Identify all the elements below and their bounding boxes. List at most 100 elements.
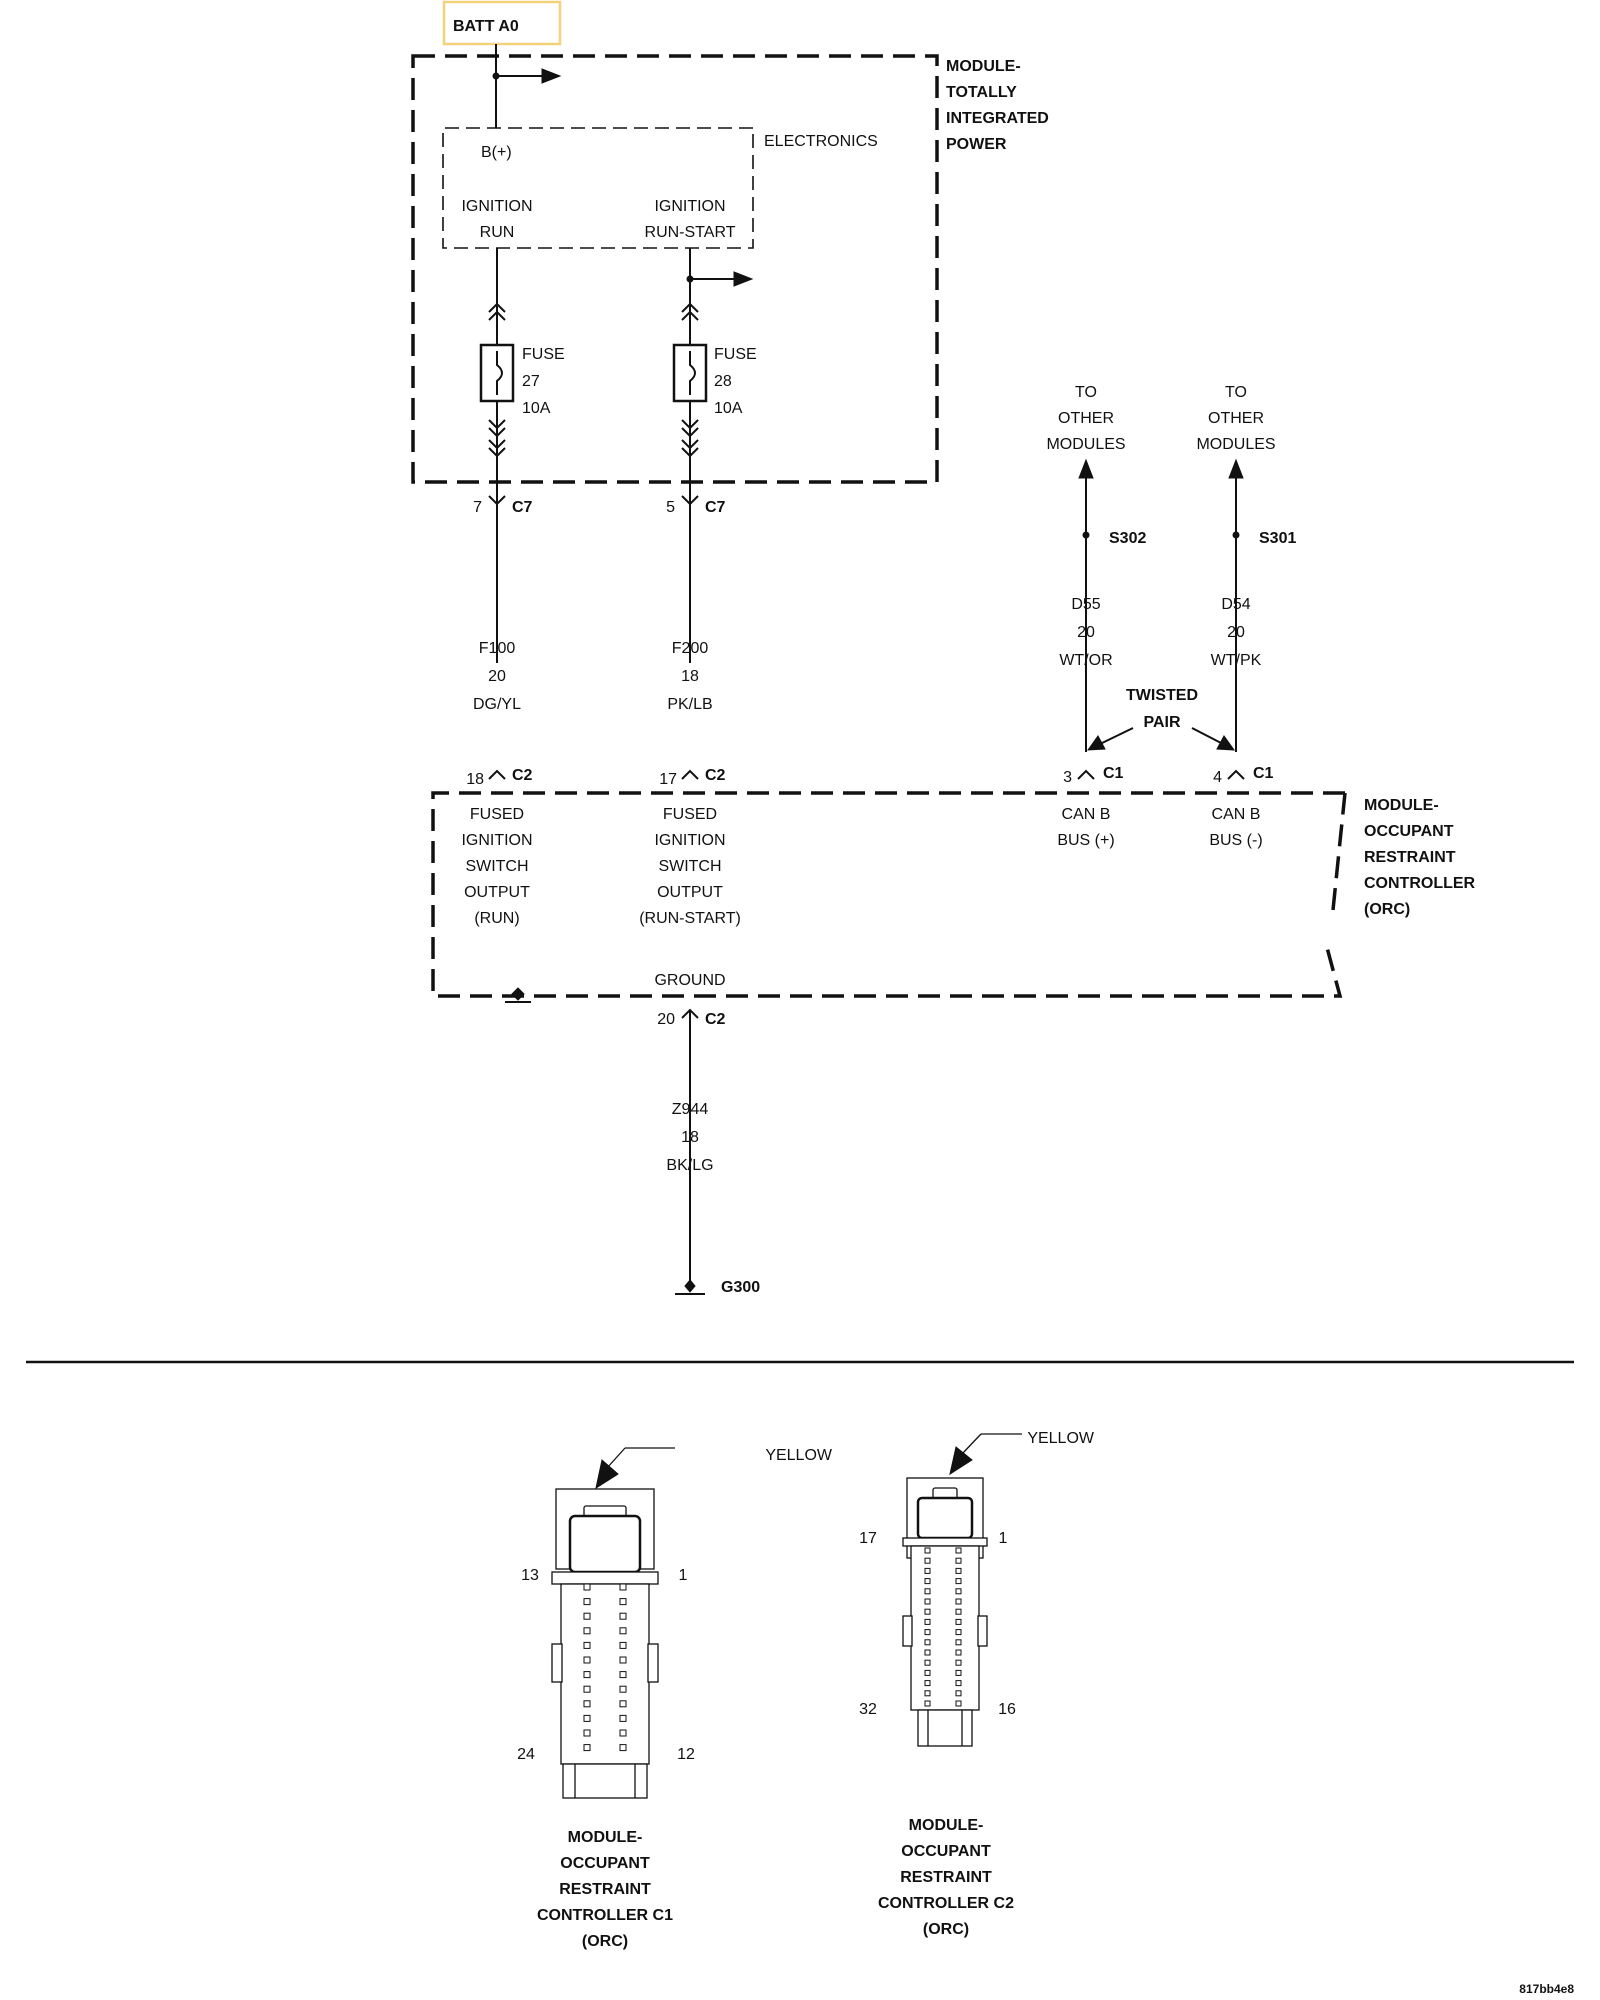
wire-d54-id: D54 (1221, 596, 1250, 613)
pin-cavity (924, 1690, 931, 1697)
connector-c1-color: YELLOW (765, 1447, 833, 1464)
orc-module-label: MODULE- OCCUPANT RESTRAINT CONTROLLER (O… (1364, 797, 1476, 918)
c2-connector-symbol (488, 769, 506, 780)
pin-cavity (583, 1641, 591, 1649)
pin-cavity (924, 1649, 931, 1656)
wire-d54-color: WT/PK (1211, 652, 1262, 669)
connector-c1-pin-cavities (583, 1583, 627, 1752)
pin-cavity (955, 1690, 962, 1697)
pin-cavity (619, 1656, 627, 1664)
c7-name-a: C7 (512, 499, 533, 516)
connector-c1-caption-line-2: OCCUPANT (560, 1855, 650, 1872)
fuse-icon (479, 343, 515, 403)
case-ground-icon (505, 987, 531, 1003)
pin-cavity (955, 1649, 962, 1656)
wire-f100-id: F100 (479, 640, 516, 657)
pin-cavity (955, 1629, 962, 1636)
orc-ground-label: GROUND (654, 972, 725, 989)
pin-cavity (924, 1629, 931, 1636)
image-code: 817bb4e8 (1519, 1982, 1574, 1996)
can-bus-d54 (1227, 458, 1245, 780)
c1-name-b: C1 (1253, 765, 1274, 782)
arrow-icon (949, 1446, 973, 1476)
arrow-up-icon (1228, 458, 1244, 479)
pin-cavity (955, 1598, 962, 1605)
connector-c1-view (551, 1447, 675, 1799)
connector-c1-pin-12: 12 (677, 1746, 695, 1763)
orc-run-start-line-2: IGNITION (654, 832, 725, 849)
fuse-28-label: FUSE (714, 346, 757, 363)
pin-cavity (955, 1557, 962, 1564)
pin-cavity (924, 1608, 931, 1615)
c2-pin-20: 20 (657, 1011, 675, 1028)
tipm-label-line-3: INTEGRATED (946, 110, 1049, 127)
connector-c2-pin-16: 16 (998, 1701, 1016, 1718)
wire-d55-id: D55 (1071, 596, 1100, 613)
pin-cavity (955, 1700, 962, 1707)
wire-f100-color: DG/YL (473, 696, 521, 713)
c2-name-b: C2 (705, 767, 726, 784)
c2-name-a: C2 (512, 767, 533, 784)
orc-run-line-3: SWITCH (465, 858, 528, 875)
connector-c1-caption-line-5: (ORC) (582, 1933, 628, 1950)
connector-c1-caption-line-4: CONTROLLER C1 (537, 1907, 673, 1924)
orc-run-start-line-1: FUSED (663, 806, 717, 823)
pin-cavity (955, 1659, 962, 1666)
pin-cavity (924, 1547, 931, 1554)
fuse-27-number: 27 (522, 373, 540, 390)
connector-c2-color: YELLOW (1027, 1430, 1095, 1447)
pin-cavity (583, 1671, 591, 1679)
ignition-run-line-2: RUN (480, 224, 515, 241)
arrow-icon (1216, 735, 1236, 751)
pin-cavity (619, 1641, 627, 1649)
connector-c1-caption-line-3: RESTRAINT (559, 1881, 651, 1898)
orc-run-line-2: IGNITION (461, 832, 532, 849)
pin-cavity (583, 1700, 591, 1708)
tipm-module-boundary (411, 54, 939, 484)
twisted-pair-line-1: TWISTED (1126, 687, 1198, 704)
splice-s301-label: S301 (1259, 530, 1296, 547)
connector-c1-pin-1: 1 (679, 1567, 688, 1584)
pin-cavity (924, 1578, 931, 1585)
connector-c2-caption-line-1: MODULE- (909, 1817, 984, 1834)
arrow-icon (1086, 735, 1106, 751)
pin-cavity (924, 1659, 931, 1666)
fuse-28-rating: 10A (714, 400, 743, 417)
fuse-27-rating: 10A (522, 400, 551, 417)
wire-d55-color: WT/OR (1059, 652, 1112, 669)
battery-feed (492, 44, 562, 128)
pin-cavity (583, 1744, 591, 1752)
to-other-modules-1-line-1: TO (1075, 384, 1097, 401)
wire-z944-id: Z944 (672, 1101, 709, 1118)
connector-c1-caption-line-1: MODULE- (568, 1829, 643, 1846)
c1-name-a: C1 (1103, 765, 1124, 782)
to-other-modules-1-line-3: MODULES (1046, 436, 1125, 453)
pin-cavity (924, 1588, 931, 1595)
orc-label-line-3: RESTRAINT (1364, 849, 1456, 866)
tipm-label-line-2: TOTALLY (946, 84, 1017, 101)
pin-cavity (583, 1685, 591, 1693)
orc-can-plus-line-1: CAN B (1062, 806, 1111, 823)
connector-c2-caption-line-5: (ORC) (923, 1921, 969, 1938)
twisted-pair-line-2: PAIR (1143, 714, 1180, 731)
pin-cavity (583, 1583, 591, 1591)
c7-name-b: C7 (705, 499, 726, 516)
orc-run-line-1: FUSED (470, 806, 524, 823)
wire-f200-id: F200 (672, 640, 709, 657)
tipm-module-label: MODULE- TOTALLY INTEGRATED POWER (946, 58, 1049, 153)
ignition-run-line-1: IGNITION (461, 198, 532, 215)
pin-cavity (955, 1608, 962, 1615)
connector-c2-pin-1: 1 (999, 1530, 1008, 1547)
connector-c2-caption-line-3: RESTRAINT (900, 1869, 992, 1886)
pin-cavity (583, 1656, 591, 1664)
pin-cavity (583, 1612, 591, 1620)
electronics-boundary (442, 127, 754, 249)
orc-run-line-5: (RUN) (474, 910, 519, 927)
b-plus-label: B(+) (481, 144, 512, 161)
pin-cavity (955, 1588, 962, 1595)
connector-c2-caption-line-2: OCCUPANT (901, 1843, 991, 1860)
pin-cavity (619, 1729, 627, 1737)
electronics-label: ELECTRONICS (764, 133, 878, 150)
fuse-28-number: 28 (714, 373, 732, 390)
